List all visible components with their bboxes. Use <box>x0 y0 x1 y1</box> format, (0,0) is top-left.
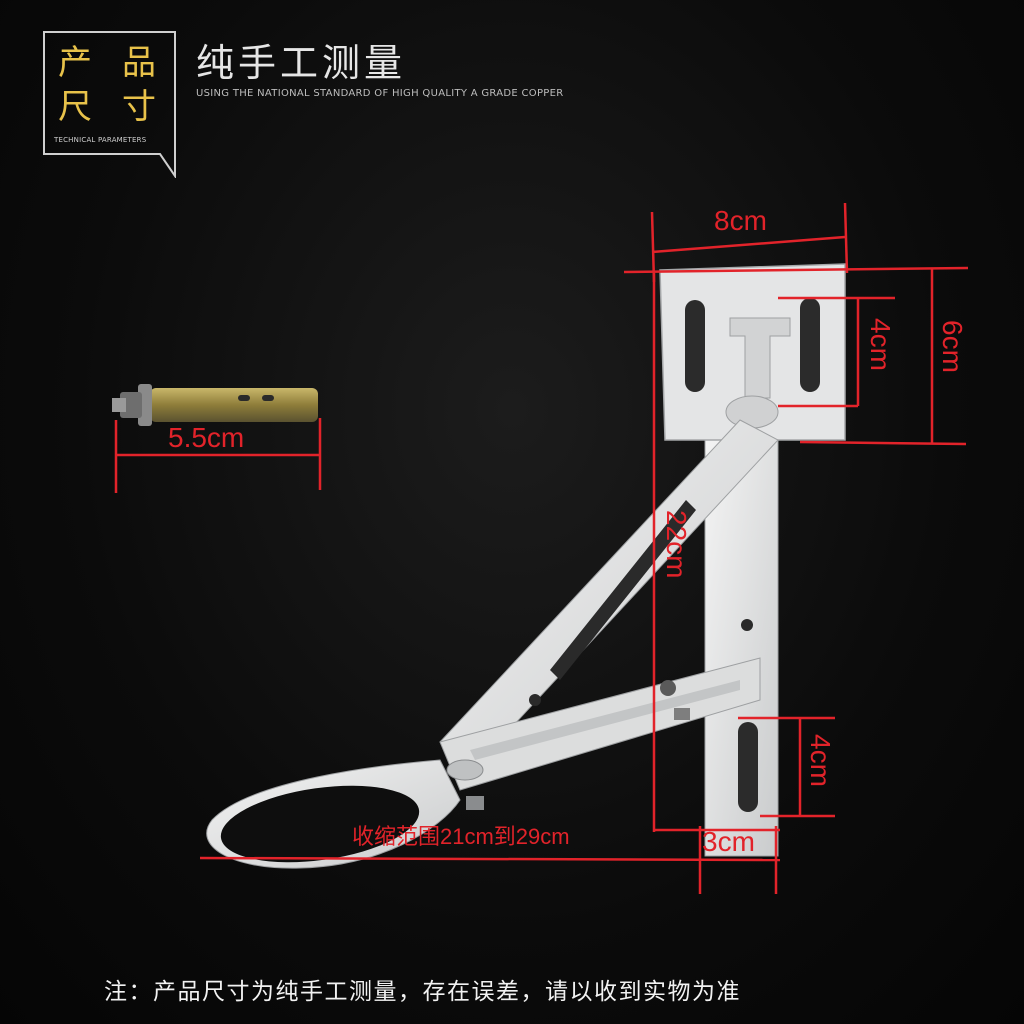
dim-range: 收缩范围21cm到29cm <box>352 824 570 849</box>
dim-upper-slot: 4cm <box>865 318 896 371</box>
dim-plate-height: 6cm <box>937 320 968 373</box>
expansion-bolt <box>112 384 318 426</box>
bracket <box>206 263 846 869</box>
dimension-lines <box>114 202 969 894</box>
badge-char-3: 尺 <box>58 87 92 127</box>
badge-char-4: 寸 <box>122 87 156 127</box>
badge-frame <box>43 31 176 178</box>
badge-char-1: 产 <box>58 43 92 83</box>
footer-note: 注：产品尺寸为纯手工测量，存在误差，请以收到实物为准 <box>104 979 741 1005</box>
dim-arm-length: 22cm <box>661 510 692 579</box>
badge-subtitle: TECHNICAL PARAMETERS <box>54 136 147 144</box>
page-title: 纯手工测量 <box>196 41 407 85</box>
section-badge: 产 品 尺 寸 TECHNICAL PARAMETERS <box>42 30 177 178</box>
page-tagline: USING THE NATIONAL STANDARD OF HIGH QUAL… <box>196 88 564 99</box>
dim-plate-width: 8cm <box>714 205 767 236</box>
badge-char-2: 品 <box>122 43 156 83</box>
dim-bolt-length: 5.5cm <box>168 422 245 453</box>
dim-bottom-width: 3cm <box>702 826 755 857</box>
dim-lower-slot: 4cm <box>805 734 836 787</box>
